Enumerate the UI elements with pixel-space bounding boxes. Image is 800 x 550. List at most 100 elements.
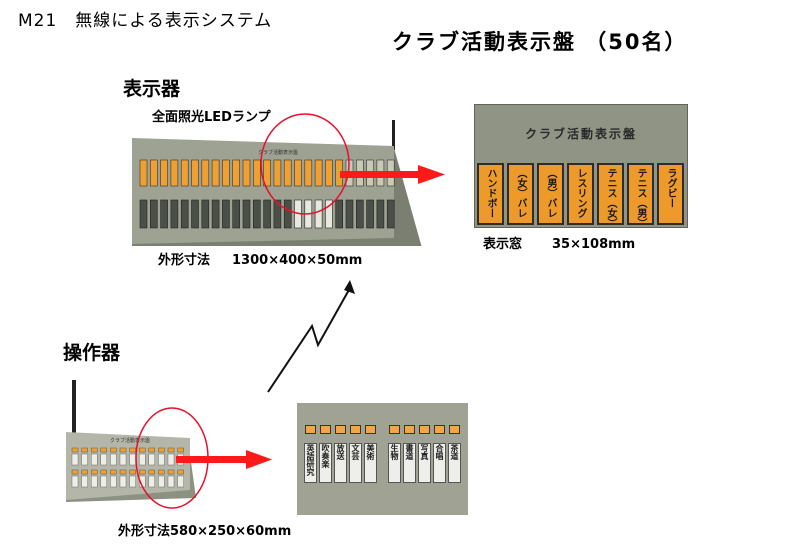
- ops-key: [119, 453, 127, 466]
- ops-led: [100, 447, 107, 453]
- ops-key: [81, 453, 88, 466]
- club-key[interactable]: 放送: [334, 443, 347, 483]
- led-lamp: [283, 159, 292, 187]
- zoom-window: （女）バレーボール: [507, 163, 534, 225]
- model-line: M21 無線による表示システム: [18, 11, 273, 31]
- ops-led: [81, 447, 88, 453]
- display-window: [263, 199, 271, 229]
- ops-led: [167, 469, 175, 475]
- club-key[interactable]: 英語研究: [304, 443, 317, 483]
- display-window: [139, 199, 148, 229]
- arrow-head-icon: [418, 165, 445, 184]
- led: [365, 425, 376, 434]
- wireless-bolt-head-icon: [344, 280, 355, 294]
- led-lamp: [253, 159, 261, 187]
- display-window: [335, 199, 343, 229]
- ops-key: [110, 453, 117, 466]
- ops-led: [177, 469, 184, 475]
- ops-key: [158, 453, 165, 466]
- ops-led: [110, 469, 117, 475]
- ops-key: [71, 475, 79, 488]
- display-window: [345, 199, 354, 229]
- led-lamp: [242, 159, 251, 187]
- club-key[interactable]: 美術: [364, 443, 377, 483]
- antenna-icon: [72, 380, 76, 434]
- operation-dimensions: 外形寸法580×250×60mm: [118, 524, 292, 539]
- zoom-panel-title: クラブ活動表示盤: [524, 127, 637, 141]
- display-window: [222, 199, 230, 229]
- led-lamp: [180, 159, 189, 187]
- ops-panel-title: クラブ活動表示盤: [110, 437, 150, 444]
- display-highlight-circle: [260, 113, 350, 215]
- led: [434, 425, 445, 434]
- arrow-icon: [176, 456, 248, 463]
- display-window: [314, 199, 323, 229]
- led: [389, 425, 400, 434]
- club-key[interactable]: 合唱: [433, 443, 446, 483]
- display-window: [232, 199, 240, 229]
- club-key[interactable]: 茶道: [448, 443, 461, 483]
- dimension-label: 外形寸法: [158, 253, 211, 268]
- antenna-icon: [392, 120, 395, 150]
- zoom-window: レスリング: [567, 163, 594, 225]
- ops-led: [167, 447, 175, 453]
- ops-key: [177, 475, 184, 488]
- display-panel-title: クラブ活動表示盤: [258, 149, 298, 156]
- operation-unit-heading: 操作器: [63, 342, 121, 364]
- led: [350, 425, 361, 434]
- ops-led: [71, 447, 79, 453]
- club-key[interactable]: 生物: [388, 443, 401, 483]
- ops-led: [91, 469, 98, 475]
- led-lamp: [304, 159, 313, 187]
- ops-led: [158, 447, 165, 453]
- led-lamp: [222, 159, 230, 187]
- ops-key: [167, 453, 175, 466]
- ops-key: [138, 453, 146, 466]
- display-window: [376, 199, 385, 229]
- display-window: [201, 199, 210, 229]
- ops-led: [177, 447, 184, 453]
- led-lamp: [201, 159, 210, 187]
- ops-led: [91, 447, 98, 453]
- display-window: [356, 199, 364, 229]
- ops-key: [148, 475, 156, 488]
- led-lamp: [139, 159, 148, 187]
- display-window-zoom: クラブ活動表示盤 ハンドボール （女）バレーボール （男）バレーボール レスリン…: [474, 104, 688, 228]
- ops-led-rows: [71, 447, 184, 488]
- led-lamp: [294, 159, 302, 187]
- zoom-window: テニス（女）: [597, 163, 624, 225]
- operation-key-zoom: 英語研究 吹奏楽 放送 文芸 美術 生物 書道 写真 合唱 茶道: [297, 403, 468, 515]
- led: [419, 425, 430, 434]
- led: [320, 425, 331, 434]
- ops-led: [81, 469, 88, 475]
- led-lamp: [273, 159, 282, 187]
- display-window: [283, 199, 292, 229]
- arrow-head-icon: [246, 450, 272, 469]
- ops-key: [119, 475, 127, 488]
- led-lamp: [232, 159, 240, 187]
- zoom-window: テニス（男）: [627, 163, 654, 225]
- ops-led: [119, 447, 127, 453]
- ops-led: [138, 447, 146, 453]
- ops-key: [100, 475, 107, 488]
- club-key[interactable]: 写真: [418, 443, 431, 483]
- led: [404, 425, 415, 434]
- led-lamp: [314, 159, 323, 187]
- ops-key: [71, 453, 79, 466]
- wireless-bolt-icon: [267, 287, 351, 393]
- ops-key: [129, 475, 136, 488]
- club-key[interactable]: 文芸: [349, 443, 362, 483]
- club-key[interactable]: 書道: [403, 443, 416, 483]
- headline: クラブ活動表示盤 （50名）: [392, 30, 688, 54]
- club-key[interactable]: 吹奏楽: [319, 443, 332, 483]
- display-window: [242, 199, 251, 229]
- ops-key: [110, 475, 117, 488]
- ops-key: [158, 475, 165, 488]
- ops-led: [158, 469, 165, 475]
- ops-led: [129, 469, 136, 475]
- led: [449, 425, 460, 434]
- display-window: [191, 199, 199, 229]
- ops-key: [91, 475, 98, 488]
